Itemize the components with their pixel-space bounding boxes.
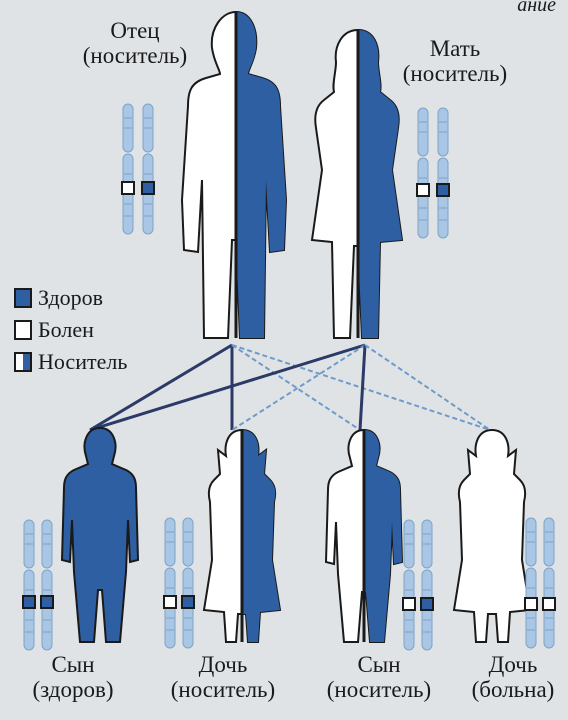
father-label: Отец (носитель) (60, 18, 210, 68)
mother-label: Мать (носитель) (380, 36, 530, 86)
child-1-title: Сын (8, 652, 138, 677)
child-3-label: Сын (носитель) (304, 652, 454, 702)
father-chromosomes (122, 104, 154, 234)
child-son-carrier-figure (326, 430, 402, 642)
carrier-swatch (14, 352, 32, 372)
child-2-title: Дочь (148, 652, 298, 677)
child-son-carrier-chromosomes (403, 520, 433, 650)
mother-title: Мать (380, 36, 530, 61)
legend: Здоров Болен Носитель (14, 282, 127, 378)
child-4-title: Дочь (460, 652, 566, 677)
mother-chromosomes (417, 108, 449, 238)
legend-sick-label: Болен (38, 314, 94, 346)
mother-status: (носитель) (380, 61, 530, 86)
child-son-healthy-chromosomes (23, 520, 53, 650)
child-daughter-carrier-chromosomes (164, 518, 194, 648)
child-3-status: (носитель) (304, 677, 454, 702)
child-2-label: Дочь (носитель) (148, 652, 298, 702)
child-4-label: Дочь (больна) (460, 652, 566, 702)
child-1-label: Сын (здоров) (8, 652, 138, 702)
legend-carrier-label: Носитель (38, 346, 127, 378)
child-3-title: Сын (304, 652, 454, 677)
legend-healthy-label: Здоров (38, 282, 103, 314)
child-daughter-sick-figure (454, 430, 530, 642)
legend-healthy: Здоров (14, 282, 127, 314)
father-title: Отец (60, 18, 210, 43)
sick-swatch (14, 320, 32, 340)
legend-carrier: Носитель (14, 346, 127, 378)
father-status: (носитель) (60, 43, 210, 68)
child-daughter-carrier-figure (204, 430, 280, 642)
child-daughter-sick-chromosomes (525, 518, 555, 648)
legend-sick: Болен (14, 314, 127, 346)
header-fragment: ание (517, 0, 556, 17)
healthy-swatch (14, 288, 32, 308)
child-son-healthy-figure (62, 428, 138, 642)
child-1-status: (здоров) (8, 677, 138, 702)
child-2-status: (носитель) (148, 677, 298, 702)
inheritance-lines (90, 345, 490, 430)
child-4-status: (больна) (460, 677, 566, 702)
